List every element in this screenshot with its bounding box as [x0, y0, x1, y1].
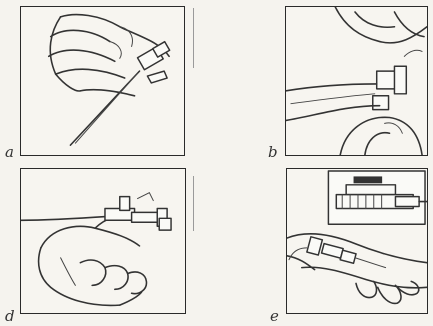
panel-b: [285, 6, 428, 156]
illustration-e: [287, 169, 427, 313]
illustration-d: [21, 169, 185, 313]
vertical-divider-bottom: [193, 176, 194, 231]
panel-label-e: e: [270, 307, 279, 325]
panel-d: [20, 168, 186, 314]
panel-label-b: b: [268, 143, 278, 161]
panel-e: [286, 168, 428, 314]
panel-a: [20, 6, 185, 156]
vertical-divider-top: [193, 8, 194, 68]
panel-label-a: a: [5, 143, 14, 161]
illustration-a: [21, 7, 184, 155]
illustration-b: [286, 7, 427, 155]
panel-label-d: d: [5, 307, 15, 325]
